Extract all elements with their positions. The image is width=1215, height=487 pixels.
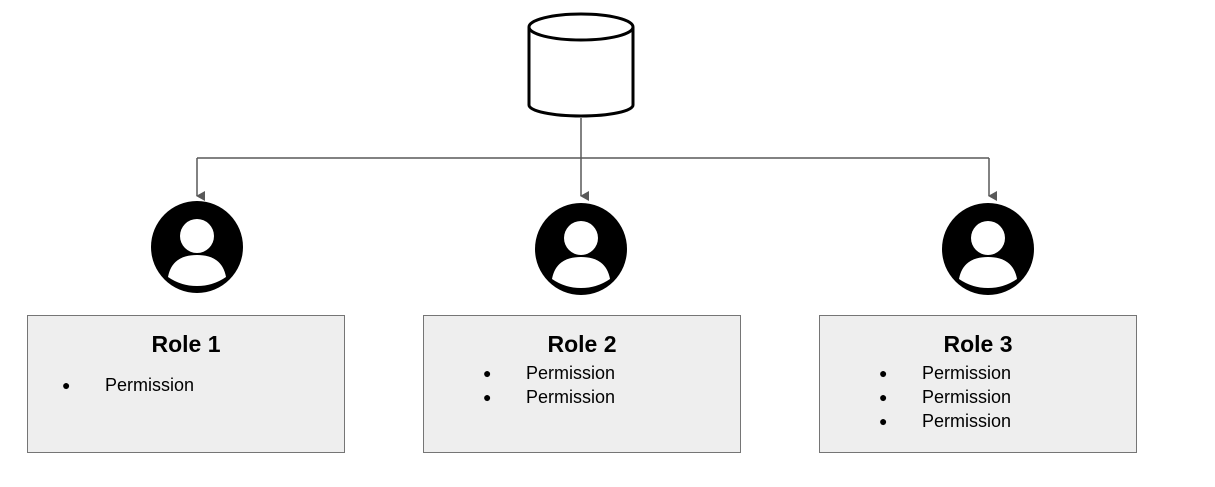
permission-label: Permission xyxy=(922,387,1012,407)
role-title: Role 3 xyxy=(943,331,1013,357)
permission-label: Permission xyxy=(105,375,195,395)
permission-item: ● Permission xyxy=(62,373,194,397)
user-icon xyxy=(942,203,1034,295)
role-box-1: Role 1 ● Permission xyxy=(27,315,345,453)
permission-item: ● Permission xyxy=(879,409,1011,433)
permission-list: ● Permission ● Permission ● Permission xyxy=(879,361,1011,433)
user-icon xyxy=(151,201,243,293)
permission-label: Permission xyxy=(526,363,616,383)
permission-item: ● Permission xyxy=(483,361,615,385)
bullet-icon: ● xyxy=(879,413,888,429)
database-icon xyxy=(527,12,635,118)
permission-label: Permission xyxy=(922,363,1012,383)
role-box-2: Role 2 ● Permission ● Permission xyxy=(423,315,741,453)
role-title: Role 2 xyxy=(547,331,617,357)
role-box-3: Role 3 ● Permission ● Permission ● Permi… xyxy=(819,315,1137,453)
permission-item: ● Permission xyxy=(483,385,615,409)
permission-item: ● Permission xyxy=(879,385,1011,409)
permission-list: ● Permission ● Permission xyxy=(483,361,615,409)
user-icon xyxy=(535,203,627,295)
bullet-icon: ● xyxy=(483,365,492,381)
connector-lines xyxy=(196,118,997,201)
bullet-icon: ● xyxy=(879,389,888,405)
role-title: Role 1 xyxy=(151,331,221,357)
permission-list: ● Permission xyxy=(62,373,194,397)
permission-label: Permission xyxy=(922,411,1012,431)
bullet-icon: ● xyxy=(483,389,492,405)
permission-item: ● Permission xyxy=(879,361,1011,385)
permission-label: Permission xyxy=(526,387,616,407)
bullet-icon: ● xyxy=(62,377,71,393)
bullet-icon: ● xyxy=(879,365,888,381)
